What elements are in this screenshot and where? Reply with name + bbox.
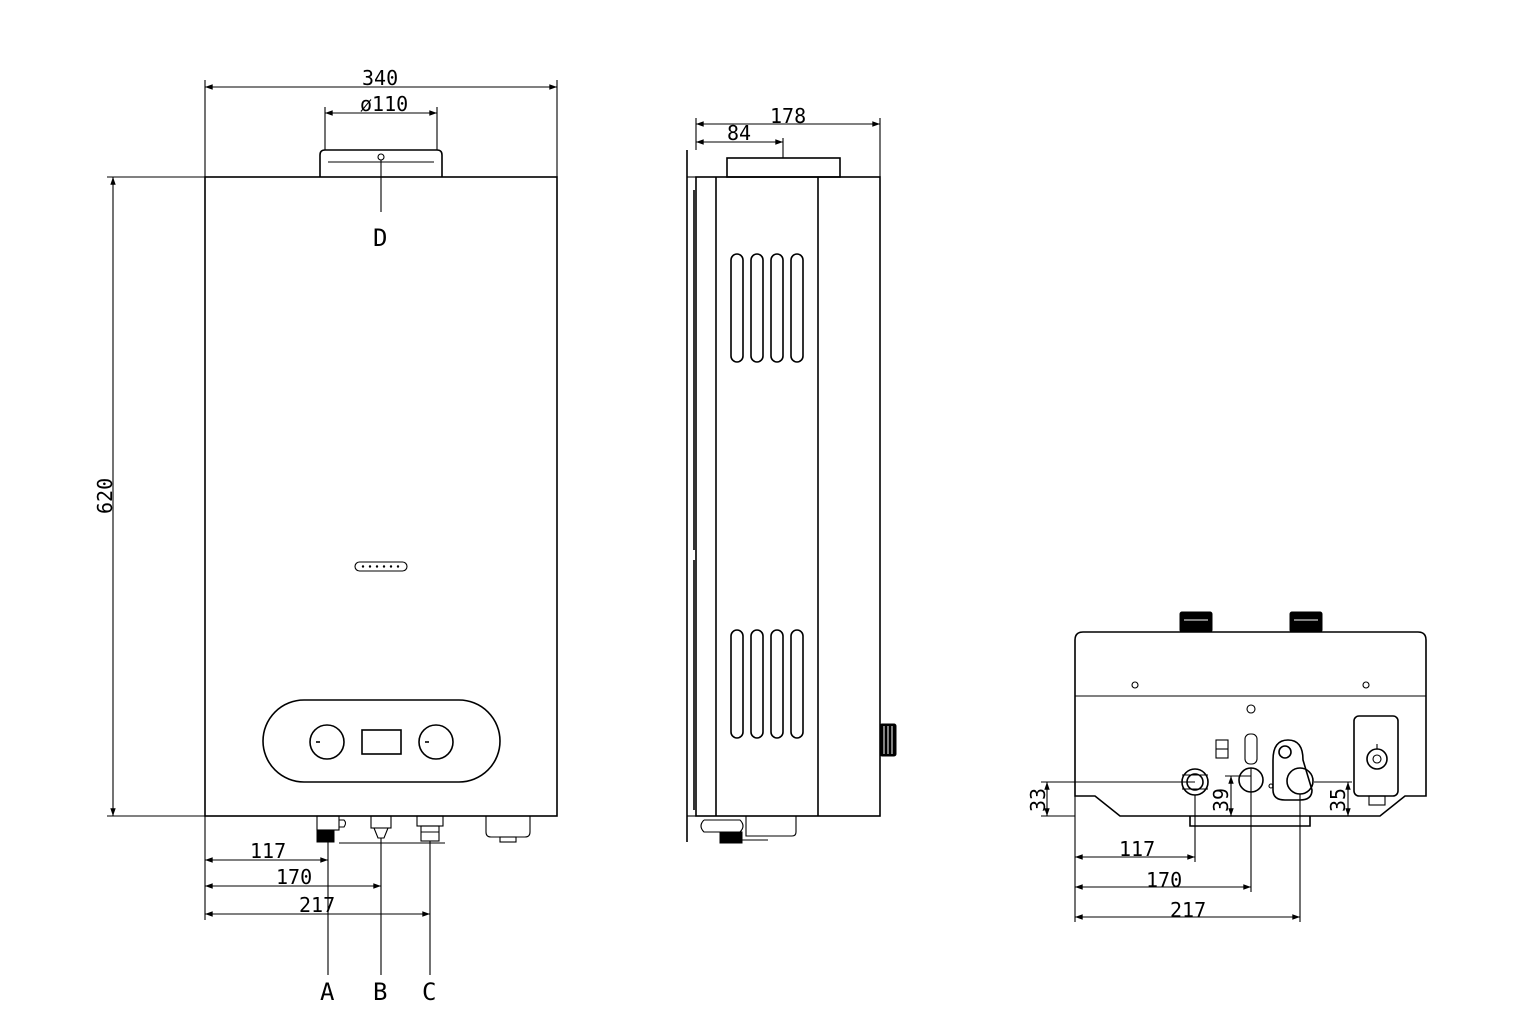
right-knob: [418, 724, 454, 760]
connection-c-label: C: [422, 978, 436, 1006]
gas-inlet-stub: [485, 816, 531, 843]
connection-a: [316, 815, 347, 843]
dim-117-label: 117: [250, 839, 286, 863]
bottom-body-outline: [1074, 631, 1427, 827]
display-window: [361, 729, 402, 755]
bottom-dim-217-label: 217: [1170, 898, 1206, 922]
top-fitting-right: [1289, 611, 1323, 633]
bottom-fitting-c: [1268, 739, 1314, 801]
flue-collar: [319, 149, 443, 177]
flue-point-d: [377, 153, 385, 161]
connection-b: [370, 815, 392, 839]
front-view: D: [93, 66, 558, 1006]
indicator-dots: [361, 565, 400, 568]
flue-marker-label: D: [373, 224, 387, 252]
bottom-gas-valve: [1353, 715, 1399, 806]
bottom-fitting-b: [1215, 733, 1264, 793]
bottom-dim-33-label: 33: [1026, 788, 1050, 812]
dim-170-label: 170: [276, 865, 312, 889]
height-dimension-label: 620: [93, 478, 117, 514]
dim-217-label: 217: [299, 893, 335, 917]
connection-c: [416, 815, 444, 842]
side-bottom-fittings: [700, 816, 797, 844]
connection-b-label: B: [373, 978, 387, 1006]
side-body-outline: [695, 176, 881, 817]
bottom-dim-39-label: 39: [1209, 788, 1233, 812]
flue-offset-label: 84: [727, 121, 751, 145]
depth-dimension-label: 178: [770, 104, 806, 128]
bottom-dim-170-label: 170: [1146, 868, 1182, 892]
bottom-dim-117-label: 117: [1119, 837, 1155, 861]
width-dimension-label: 340: [362, 66, 398, 90]
bottom-dim-35-label: 35: [1326, 788, 1350, 812]
flue-diameter-label: ø110: [360, 92, 408, 116]
side-flue: [726, 157, 841, 178]
control-panel: [262, 699, 501, 783]
lower-louvers: [730, 629, 804, 739]
bottom-view: 33 39 35 117 170 217: [1026, 611, 1427, 922]
left-knob: [309, 724, 345, 760]
side-view: 178 84: [686, 104, 897, 844]
front-body-outline: [204, 176, 558, 817]
connection-a-label: A: [320, 978, 335, 1006]
top-fitting-left: [1179, 611, 1213, 633]
indicator-slot: [354, 561, 408, 572]
upper-louvers: [730, 253, 804, 363]
